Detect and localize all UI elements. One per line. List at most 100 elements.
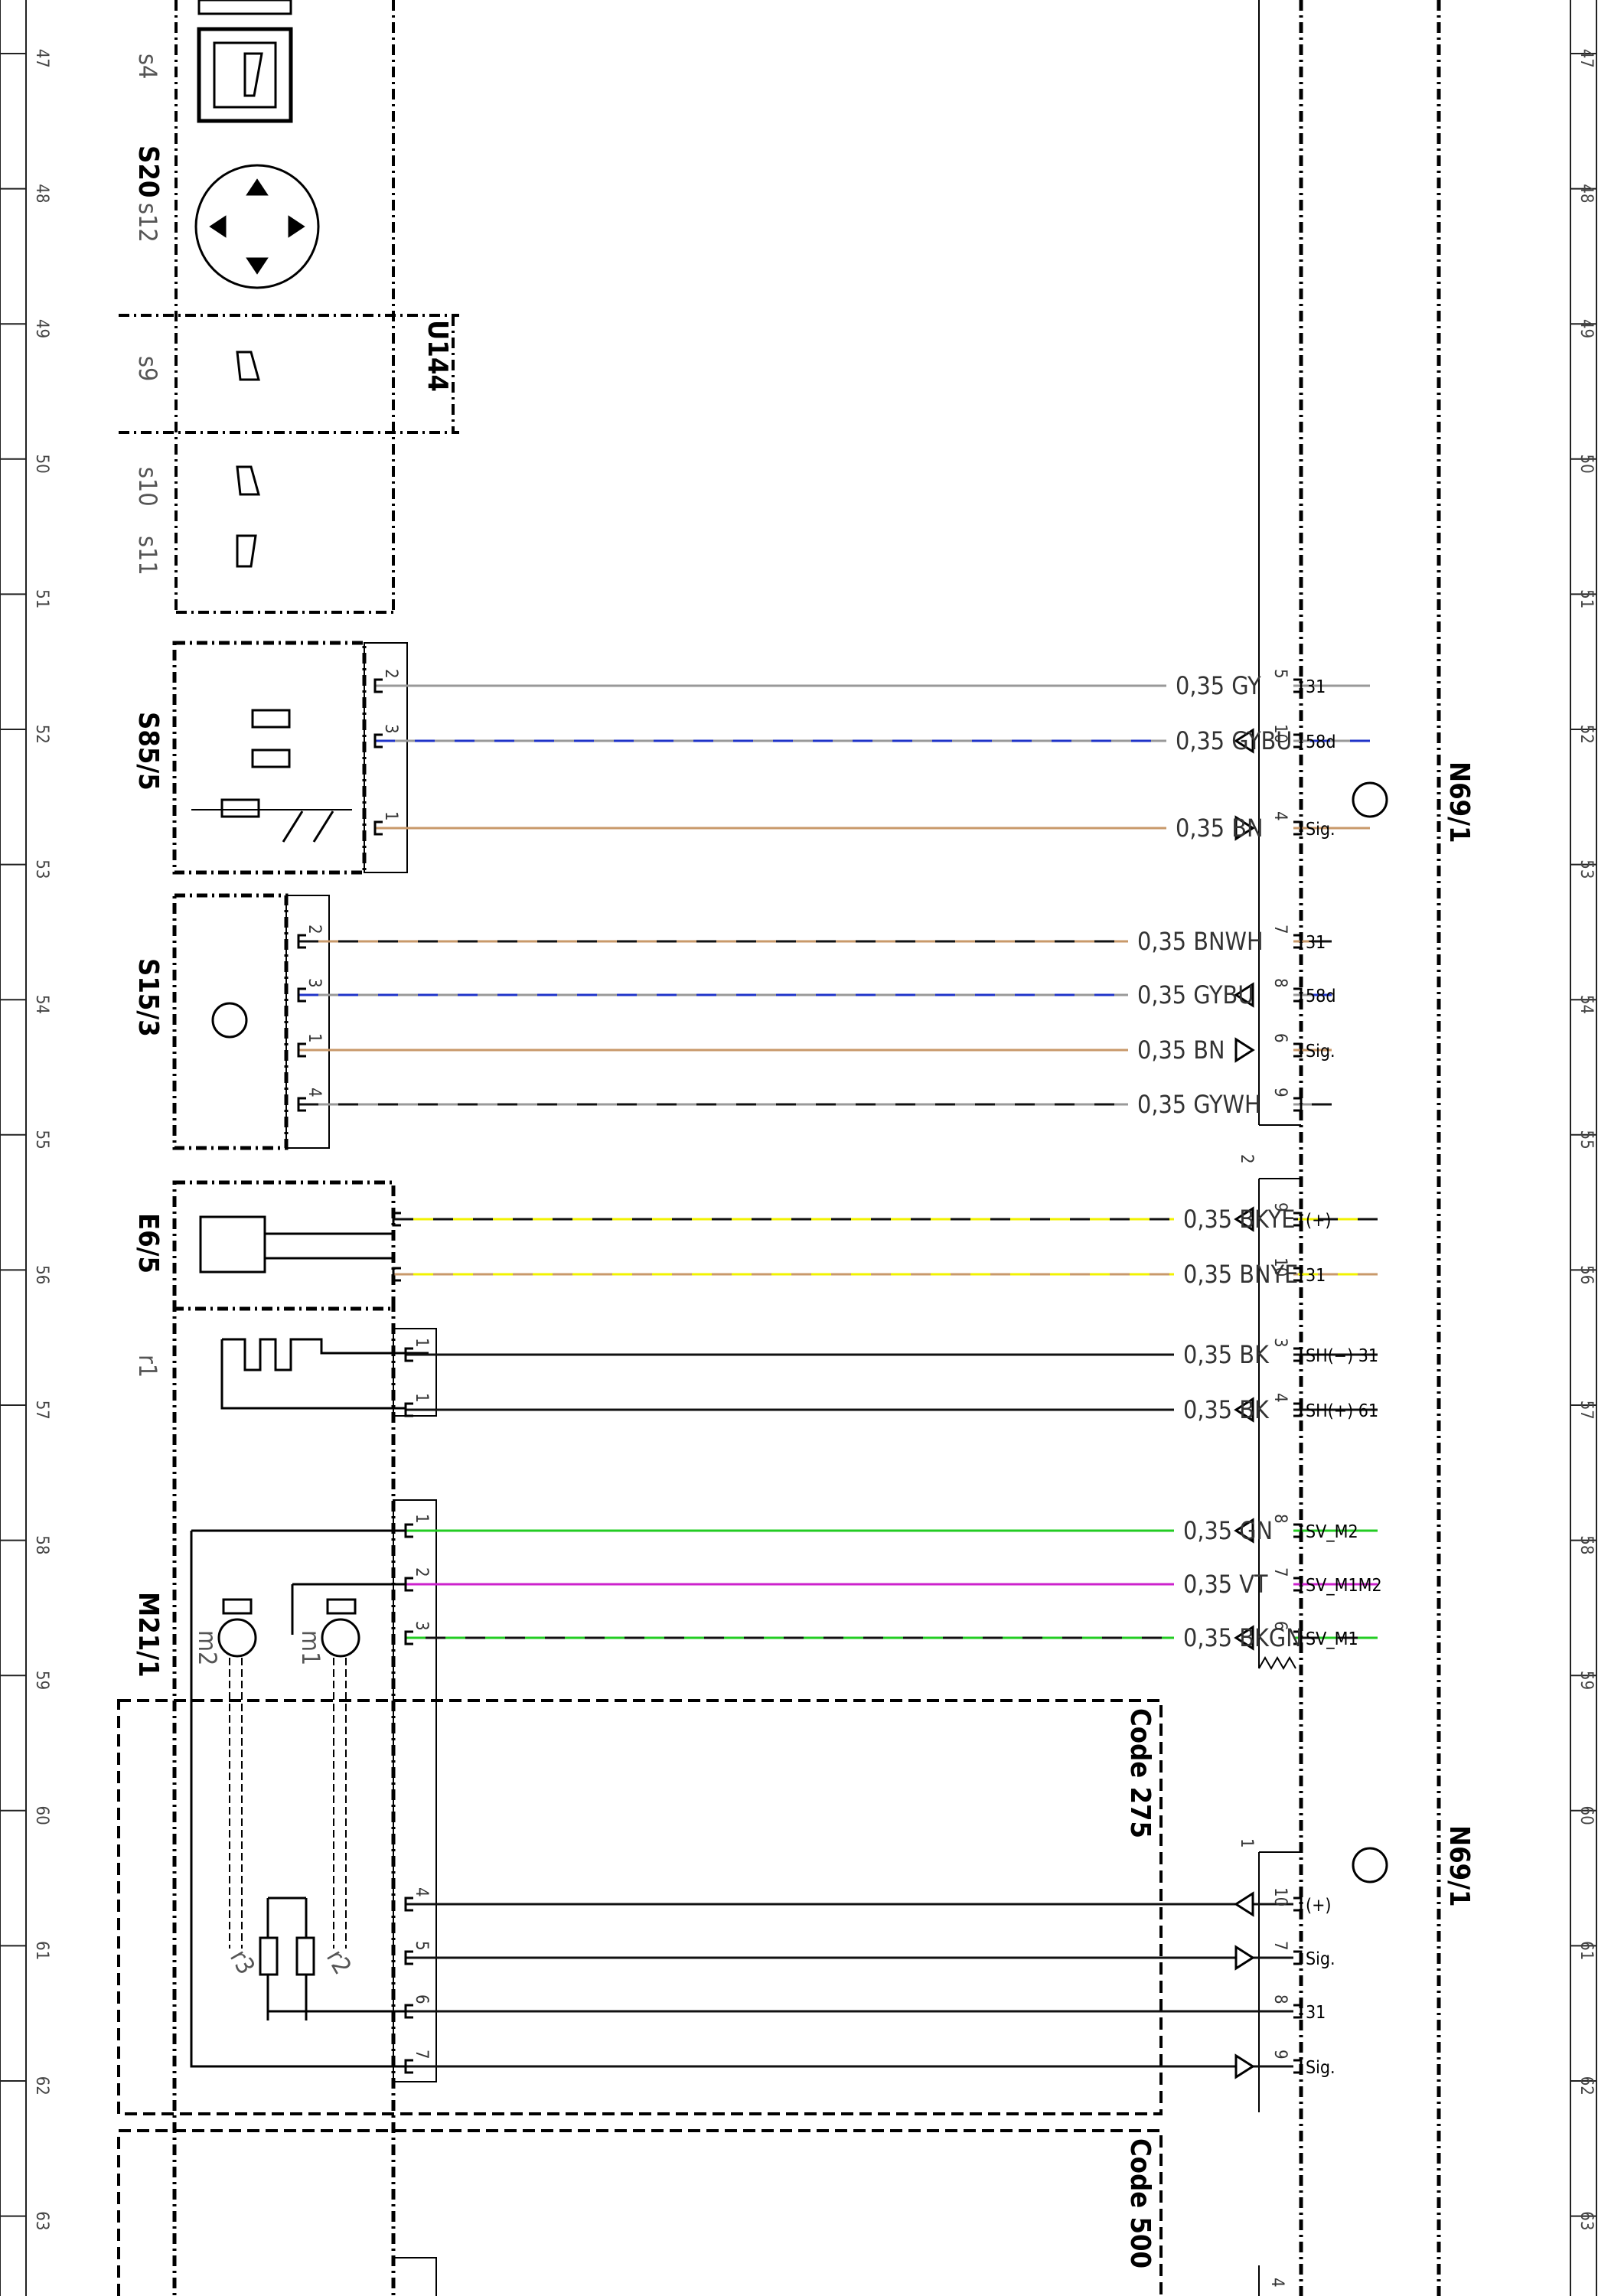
- wire: [404, 1397, 1378, 1423]
- left-pin-number: 2: [412, 1567, 431, 1577]
- wire-label: 0,35 GYWH: [1137, 1090, 1261, 1119]
- ruler-label-right: 53: [1577, 859, 1596, 879]
- m21-1-block: [172, 1301, 437, 2296]
- pin-hook: [404, 1630, 413, 1645]
- wire: [297, 982, 1332, 1008]
- ruler-label-left: 54: [32, 995, 51, 1014]
- ruler-label-left: 60: [32, 1806, 51, 1825]
- wire: [373, 815, 1370, 841]
- pin-hook: [404, 2059, 413, 2074]
- pin-hook: [1293, 1896, 1303, 1912]
- wire: [392, 1206, 1378, 1232]
- pin-function-label: Sig.: [1306, 2058, 1335, 2078]
- ruler-label-right: 62: [1577, 2076, 1596, 2095]
- wire-label: 0,35 BNWH: [1137, 927, 1264, 956]
- left-pin-number: 3: [381, 724, 400, 734]
- left-pin-number: 3: [412, 1621, 431, 1631]
- pin-hook: [1293, 934, 1303, 949]
- right-ruler: [1570, 0, 1597, 2296]
- pin-function-label: 58d: [1306, 987, 1335, 1006]
- r1-sensor: [220, 1328, 437, 1417]
- e6-5-label: E6/5: [132, 1213, 164, 1274]
- wire-label: 0,35 BKYE: [1183, 1205, 1295, 1234]
- pin-hook: [1293, 1212, 1303, 1227]
- s20-icons: [194, 0, 320, 568]
- s20-s11-label: s11: [133, 536, 162, 576]
- ruler-label-right: 52: [1577, 725, 1596, 744]
- left-pin-number: 4: [412, 1887, 431, 1897]
- wire: [297, 1037, 1332, 1063]
- pin-function-label: Sig.: [1306, 820, 1335, 840]
- left-pin-number: 7: [412, 2050, 431, 2060]
- pin-function-label: (+): [1306, 1896, 1332, 1916]
- wire-label: 0,35 BN: [1137, 1035, 1225, 1065]
- wire: [297, 1097, 1332, 1112]
- wire: [392, 1267, 1378, 1282]
- transistor-icon: [211, 1002, 248, 1039]
- pin-hook: [404, 1577, 413, 1592]
- ruler-label-left: 59: [32, 1671, 51, 1690]
- u144-label: U144: [422, 320, 453, 392]
- wire-label: 0,35 VT: [1183, 1570, 1268, 1599]
- joystick-icon: [194, 164, 320, 289]
- right-pin-number: 8: [1270, 1514, 1290, 1524]
- pin-hook: [392, 1212, 401, 1227]
- ruler-label-left: 62: [32, 2076, 51, 2095]
- right-pin-number: 4: [1270, 1393, 1290, 1403]
- pin-function-label: 58d: [1306, 732, 1335, 752]
- s20-s4-label: s4: [133, 54, 162, 79]
- pin-hook: [1293, 1097, 1303, 1112]
- left-pin-number: 1: [412, 1393, 431, 1403]
- m2-label: m2: [193, 1630, 222, 1665]
- right-pin-number: 6: [1270, 1621, 1290, 1631]
- right-pin-number: 4: [1270, 811, 1290, 821]
- pin-hook: [404, 1347, 413, 1362]
- right-pin-number: 6: [1270, 1033, 1290, 1043]
- ruler-label-left: 48: [32, 184, 51, 203]
- left-pin-number: 3: [305, 978, 324, 988]
- ruler-label-left: 51: [32, 589, 51, 608]
- connector-2-label: 2: [1237, 1154, 1256, 1164]
- ruler-label-left: 58: [32, 1535, 51, 1554]
- wire: [297, 934, 1332, 949]
- right-pin-number: 5: [1270, 669, 1290, 679]
- signal-arrow: [1234, 2053, 1255, 2079]
- left-ruler: [0, 0, 27, 2296]
- right-pin-number: 3: [1270, 1338, 1290, 1348]
- n69-1-connector: [1258, 0, 1301, 2296]
- code-500-label: Code 500: [1124, 2138, 1156, 2268]
- n69-1-label-top: N69/1: [1443, 762, 1475, 843]
- right-pin-number: 7: [1270, 1941, 1290, 1951]
- ruler-label-left: 53: [32, 859, 51, 879]
- pin-function-label: 31: [1306, 2003, 1326, 2023]
- ruler-label-right: 58: [1577, 1535, 1596, 1554]
- ruler-label-left: 63: [32, 2211, 51, 2230]
- right-pin-number: 9: [1270, 2050, 1290, 2060]
- n69-1-housing: [1299, 0, 1441, 2296]
- pin-hook: [297, 987, 306, 1003]
- pin-hook: [1293, 678, 1303, 693]
- wire: [404, 1625, 1378, 1651]
- mirror-icon: [236, 465, 260, 496]
- pin-hook: [1293, 2004, 1303, 2019]
- bottom-stub: [393, 2257, 437, 2296]
- pin-function-label: SH(+) 61: [1306, 1401, 1378, 1421]
- ruler-label-right: 47: [1577, 49, 1596, 68]
- ruler-label-right: 48: [1577, 184, 1596, 203]
- pin-hook: [404, 1950, 413, 1965]
- pin-hook: [404, 1402, 413, 1417]
- wire-label: 0,35 BK: [1183, 1395, 1270, 1424]
- pin-function-label: Sig.: [1306, 1042, 1335, 1062]
- pin-hook: [404, 1896, 413, 1912]
- ruler-label-left: 47: [32, 49, 51, 68]
- transistor-icon: [1352, 781, 1388, 818]
- pin-hook: [1293, 1577, 1303, 1592]
- n69-1-label-bottom: N69/1: [1443, 1825, 1475, 1907]
- pin-hook: [404, 2004, 413, 2019]
- signal-arrow: [1234, 815, 1255, 841]
- s20-s9-label: s9: [133, 356, 162, 381]
- right-pin-number: 10: [1270, 1887, 1290, 1906]
- pin-function-label: SV_M1: [1306, 1629, 1358, 1649]
